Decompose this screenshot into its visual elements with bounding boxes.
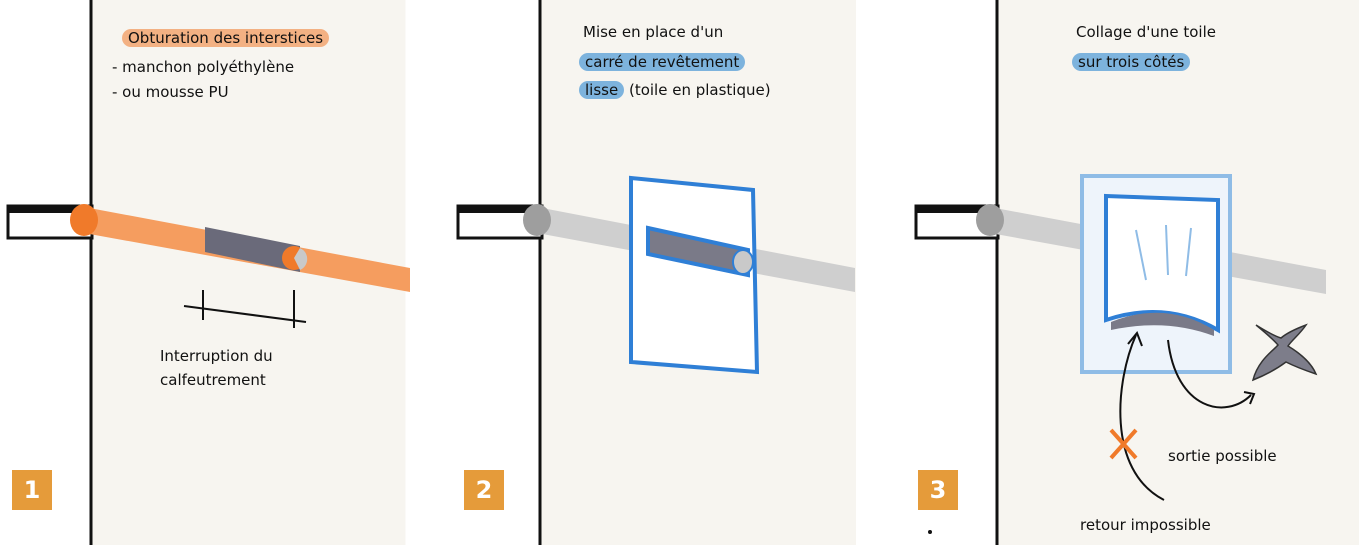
panel-number-badge: 1: [12, 470, 52, 510]
panel-2-drawing: [456, 0, 856, 545]
panel-1-item-2: - ou mousse PU: [112, 83, 229, 101]
return-arrow: [1119, 334, 1165, 501]
panel-2-title-line2: carré de revêtement: [579, 52, 746, 72]
return-label: retour impossible: [1080, 516, 1211, 534]
panel-number-badge: 2: [464, 470, 504, 510]
dimension-line: [183, 305, 307, 323]
cross-icon: [1109, 428, 1138, 460]
panel-3-title-line2: sur trois côtés: [1072, 52, 1191, 72]
dimension-label-2: calfeutrement: [160, 371, 266, 389]
panel-3-drawing: [914, 0, 1359, 545]
panel-2-title-line1: Mise en place d'un: [583, 23, 724, 41]
panel-number-badge: 3: [918, 470, 958, 510]
exit-arrow: [1167, 339, 1252, 409]
panel-3: Collage d'une toile sur trois côtés sort…: [906, 0, 1359, 545]
bat-icon: [1251, 323, 1318, 382]
panel-1: Obturation des interstices - manchon pol…: [0, 0, 453, 545]
exit-label: sortie possible: [1168, 447, 1277, 465]
panel-1-drawing: [6, 0, 410, 545]
sleeve-end: [70, 204, 98, 236]
panel-1-title: Obturation des interstices: [122, 28, 330, 48]
panel-2: Mise en place d'un carré de revêtement l…: [453, 0, 906, 545]
panel-1-item-1: - manchon polyéthylène: [112, 58, 295, 76]
tarp-square: [629, 175, 760, 375]
panel-2-title-line3: lisse (toile en plastique): [579, 80, 771, 100]
tarp-opening: [646, 225, 750, 278]
dimension-label-1: Interruption du: [160, 347, 273, 365]
glued-cloth: [1104, 193, 1220, 334]
panel-3-title-line1: Collage d'une toile: [1076, 23, 1216, 41]
